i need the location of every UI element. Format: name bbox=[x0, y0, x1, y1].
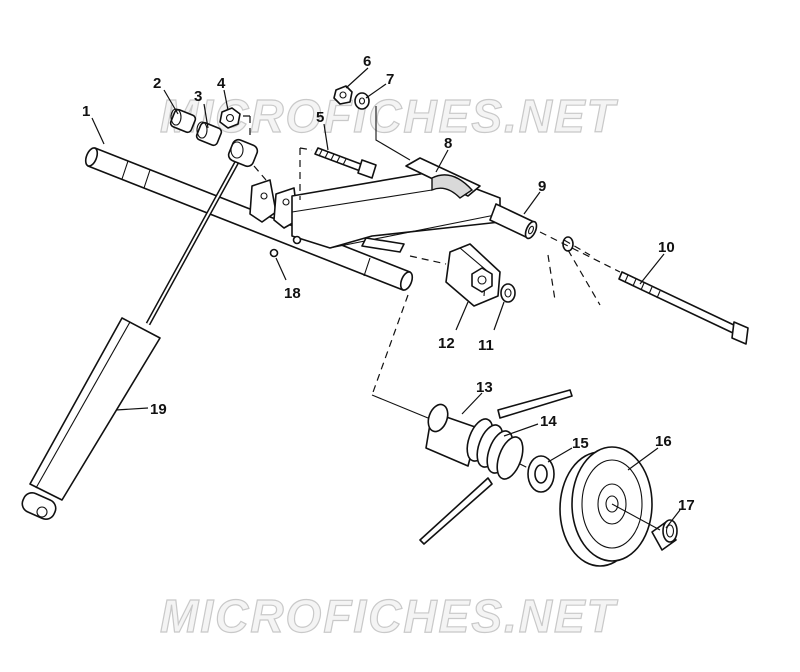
part-19-shock-absorber[interactable] bbox=[19, 138, 259, 522]
callout-17: 17 bbox=[678, 497, 695, 514]
part-11-washer[interactable] bbox=[500, 283, 516, 303]
callout-labels: 1 2 3 4 5 6 7 8 9 10 11 12 13 14 15 16 1… bbox=[82, 53, 695, 514]
part-15-washer[interactable] bbox=[527, 455, 555, 493]
part-5-bolt[interactable] bbox=[314, 147, 377, 179]
callout-5: 5 bbox=[316, 109, 324, 126]
callout-6: 6 bbox=[363, 53, 371, 70]
part-7-washer[interactable] bbox=[354, 92, 370, 110]
callout-10: 10 bbox=[658, 239, 675, 256]
callout-16: 16 bbox=[655, 433, 672, 450]
part-6-nut[interactable] bbox=[333, 85, 353, 105]
callout-3: 3 bbox=[194, 88, 202, 105]
part-12-mounting-block[interactable] bbox=[445, 243, 501, 307]
callout-13: 13 bbox=[476, 379, 493, 396]
callout-9: 9 bbox=[538, 178, 546, 195]
part-10-long-bolt[interactable] bbox=[618, 271, 749, 345]
part-16-idler-wheel[interactable] bbox=[559, 446, 653, 567]
callout-11: 11 bbox=[478, 337, 494, 354]
callout-12: 12 bbox=[438, 335, 455, 352]
callout-19: 19 bbox=[150, 401, 167, 418]
part-18-screws[interactable] bbox=[269, 235, 302, 258]
callout-4: 4 bbox=[217, 75, 226, 92]
callout-8: 8 bbox=[444, 135, 452, 152]
part-1-cross-shaft[interactable] bbox=[83, 146, 414, 291]
watermark-top: MICROFICHES.NET bbox=[160, 90, 619, 142]
callout-2: 2 bbox=[153, 75, 161, 92]
callout-15: 15 bbox=[572, 435, 589, 452]
part-2-bushing[interactable] bbox=[169, 108, 197, 134]
callout-1: 1 bbox=[82, 103, 90, 120]
callout-14: 14 bbox=[540, 413, 557, 430]
part-14-torsion-spring[interactable] bbox=[419, 389, 573, 545]
part-17-bearing[interactable] bbox=[651, 519, 678, 551]
assembly-guide-lines bbox=[238, 106, 661, 531]
callout-leader-lines bbox=[91, 67, 681, 529]
part-13-spring-housing[interactable] bbox=[425, 402, 479, 467]
callout-18: 18 bbox=[284, 285, 301, 302]
part-8-swing-arm[interactable] bbox=[291, 157, 501, 253]
part-3-bushing[interactable] bbox=[195, 121, 223, 147]
callout-7: 7 bbox=[386, 71, 394, 88]
part-9-arm-bushing[interactable] bbox=[489, 203, 539, 240]
watermark-bottom: MICROFICHES.NET bbox=[160, 590, 619, 642]
part-4-nut[interactable] bbox=[219, 107, 241, 129]
